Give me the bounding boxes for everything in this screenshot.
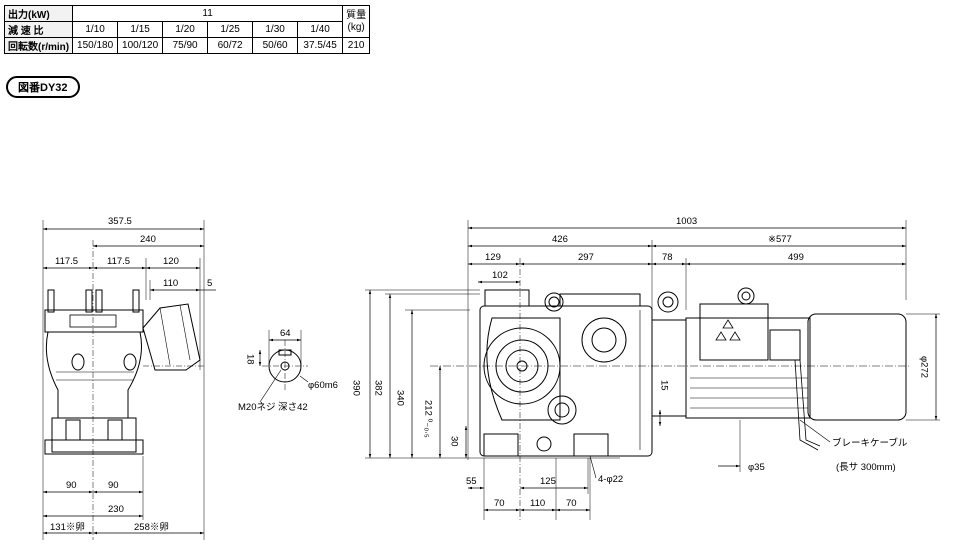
dim-212: 212 ⁰₋₀.₅ bbox=[423, 400, 434, 438]
dim-90a: 90 bbox=[66, 480, 77, 491]
dim-340: 340 bbox=[395, 390, 406, 406]
dim-64: 64 bbox=[280, 328, 291, 339]
dim-60m6: φ60m6 bbox=[308, 380, 338, 391]
dim-110: 110 bbox=[163, 278, 178, 289]
dim-55: 55 bbox=[466, 476, 477, 487]
dim-131: 131※卵 bbox=[50, 522, 85, 533]
brake-cable-length: (長サ 300mm) bbox=[836, 462, 896, 473]
mass-value: 210 bbox=[342, 37, 371, 54]
dim-499: 499 bbox=[788, 252, 804, 263]
dim-30: 30 bbox=[449, 436, 460, 447]
dim-117b: 117.5 bbox=[107, 256, 130, 267]
dim-18: 18 bbox=[245, 354, 256, 365]
front-view bbox=[365, 220, 940, 520]
drawing-number-label: 図番DY32 bbox=[6, 76, 80, 98]
label-mass: 質量 (kg) bbox=[342, 5, 371, 38]
dim-1003: 1003 bbox=[676, 216, 697, 227]
dim-102: 102 bbox=[492, 270, 508, 281]
dim-272: φ272 bbox=[919, 356, 930, 378]
dim-90b: 90 bbox=[108, 480, 119, 491]
speed-cell: 100/120 bbox=[117, 37, 164, 54]
dim-4-22: 4-φ22 bbox=[598, 474, 623, 485]
dim-240: 240 bbox=[140, 234, 156, 245]
dim-15: 15 bbox=[659, 380, 670, 391]
dim-78: 78 bbox=[662, 252, 673, 263]
spec-table: 出力(kW) 11 質量 (kg) 減 速 比 1/10 1/15 1/20 1… bbox=[3, 5, 371, 54]
dim-125: 125 bbox=[540, 476, 556, 487]
dim-5: 5 bbox=[207, 278, 212, 289]
dim-297: 297 bbox=[578, 252, 594, 263]
dim-426: 426 bbox=[552, 234, 568, 245]
label-ratio: 減 速 比 bbox=[3, 21, 74, 38]
label-output: 出力(kW) bbox=[3, 5, 74, 22]
label-speed: 回転数(r/min) bbox=[3, 37, 74, 54]
shaft-end-detail bbox=[258, 330, 309, 403]
dim-230: 230 bbox=[108, 504, 124, 515]
dim-382: 382 bbox=[373, 380, 384, 396]
side-view bbox=[42, 220, 216, 540]
dim-35: φ35 bbox=[748, 462, 765, 473]
dim-129: 129 bbox=[485, 252, 501, 263]
dim-258: 258※卵 bbox=[134, 522, 169, 533]
dim-110b: 110 bbox=[530, 498, 545, 509]
dim-390: 390 bbox=[351, 380, 362, 396]
dim-577: ※577 bbox=[768, 234, 792, 245]
dim-357: 357.5 bbox=[108, 216, 132, 227]
dim-m20: M20ネジ 深さ42 bbox=[238, 402, 308, 413]
dim-120: 120 bbox=[163, 256, 179, 267]
brake-cable-label: ブレーキケーブル bbox=[832, 437, 908, 449]
dim-70a: 70 bbox=[494, 498, 505, 509]
dim-70b: 70 bbox=[566, 498, 577, 509]
dim-117a: 117.5 bbox=[55, 256, 78, 267]
